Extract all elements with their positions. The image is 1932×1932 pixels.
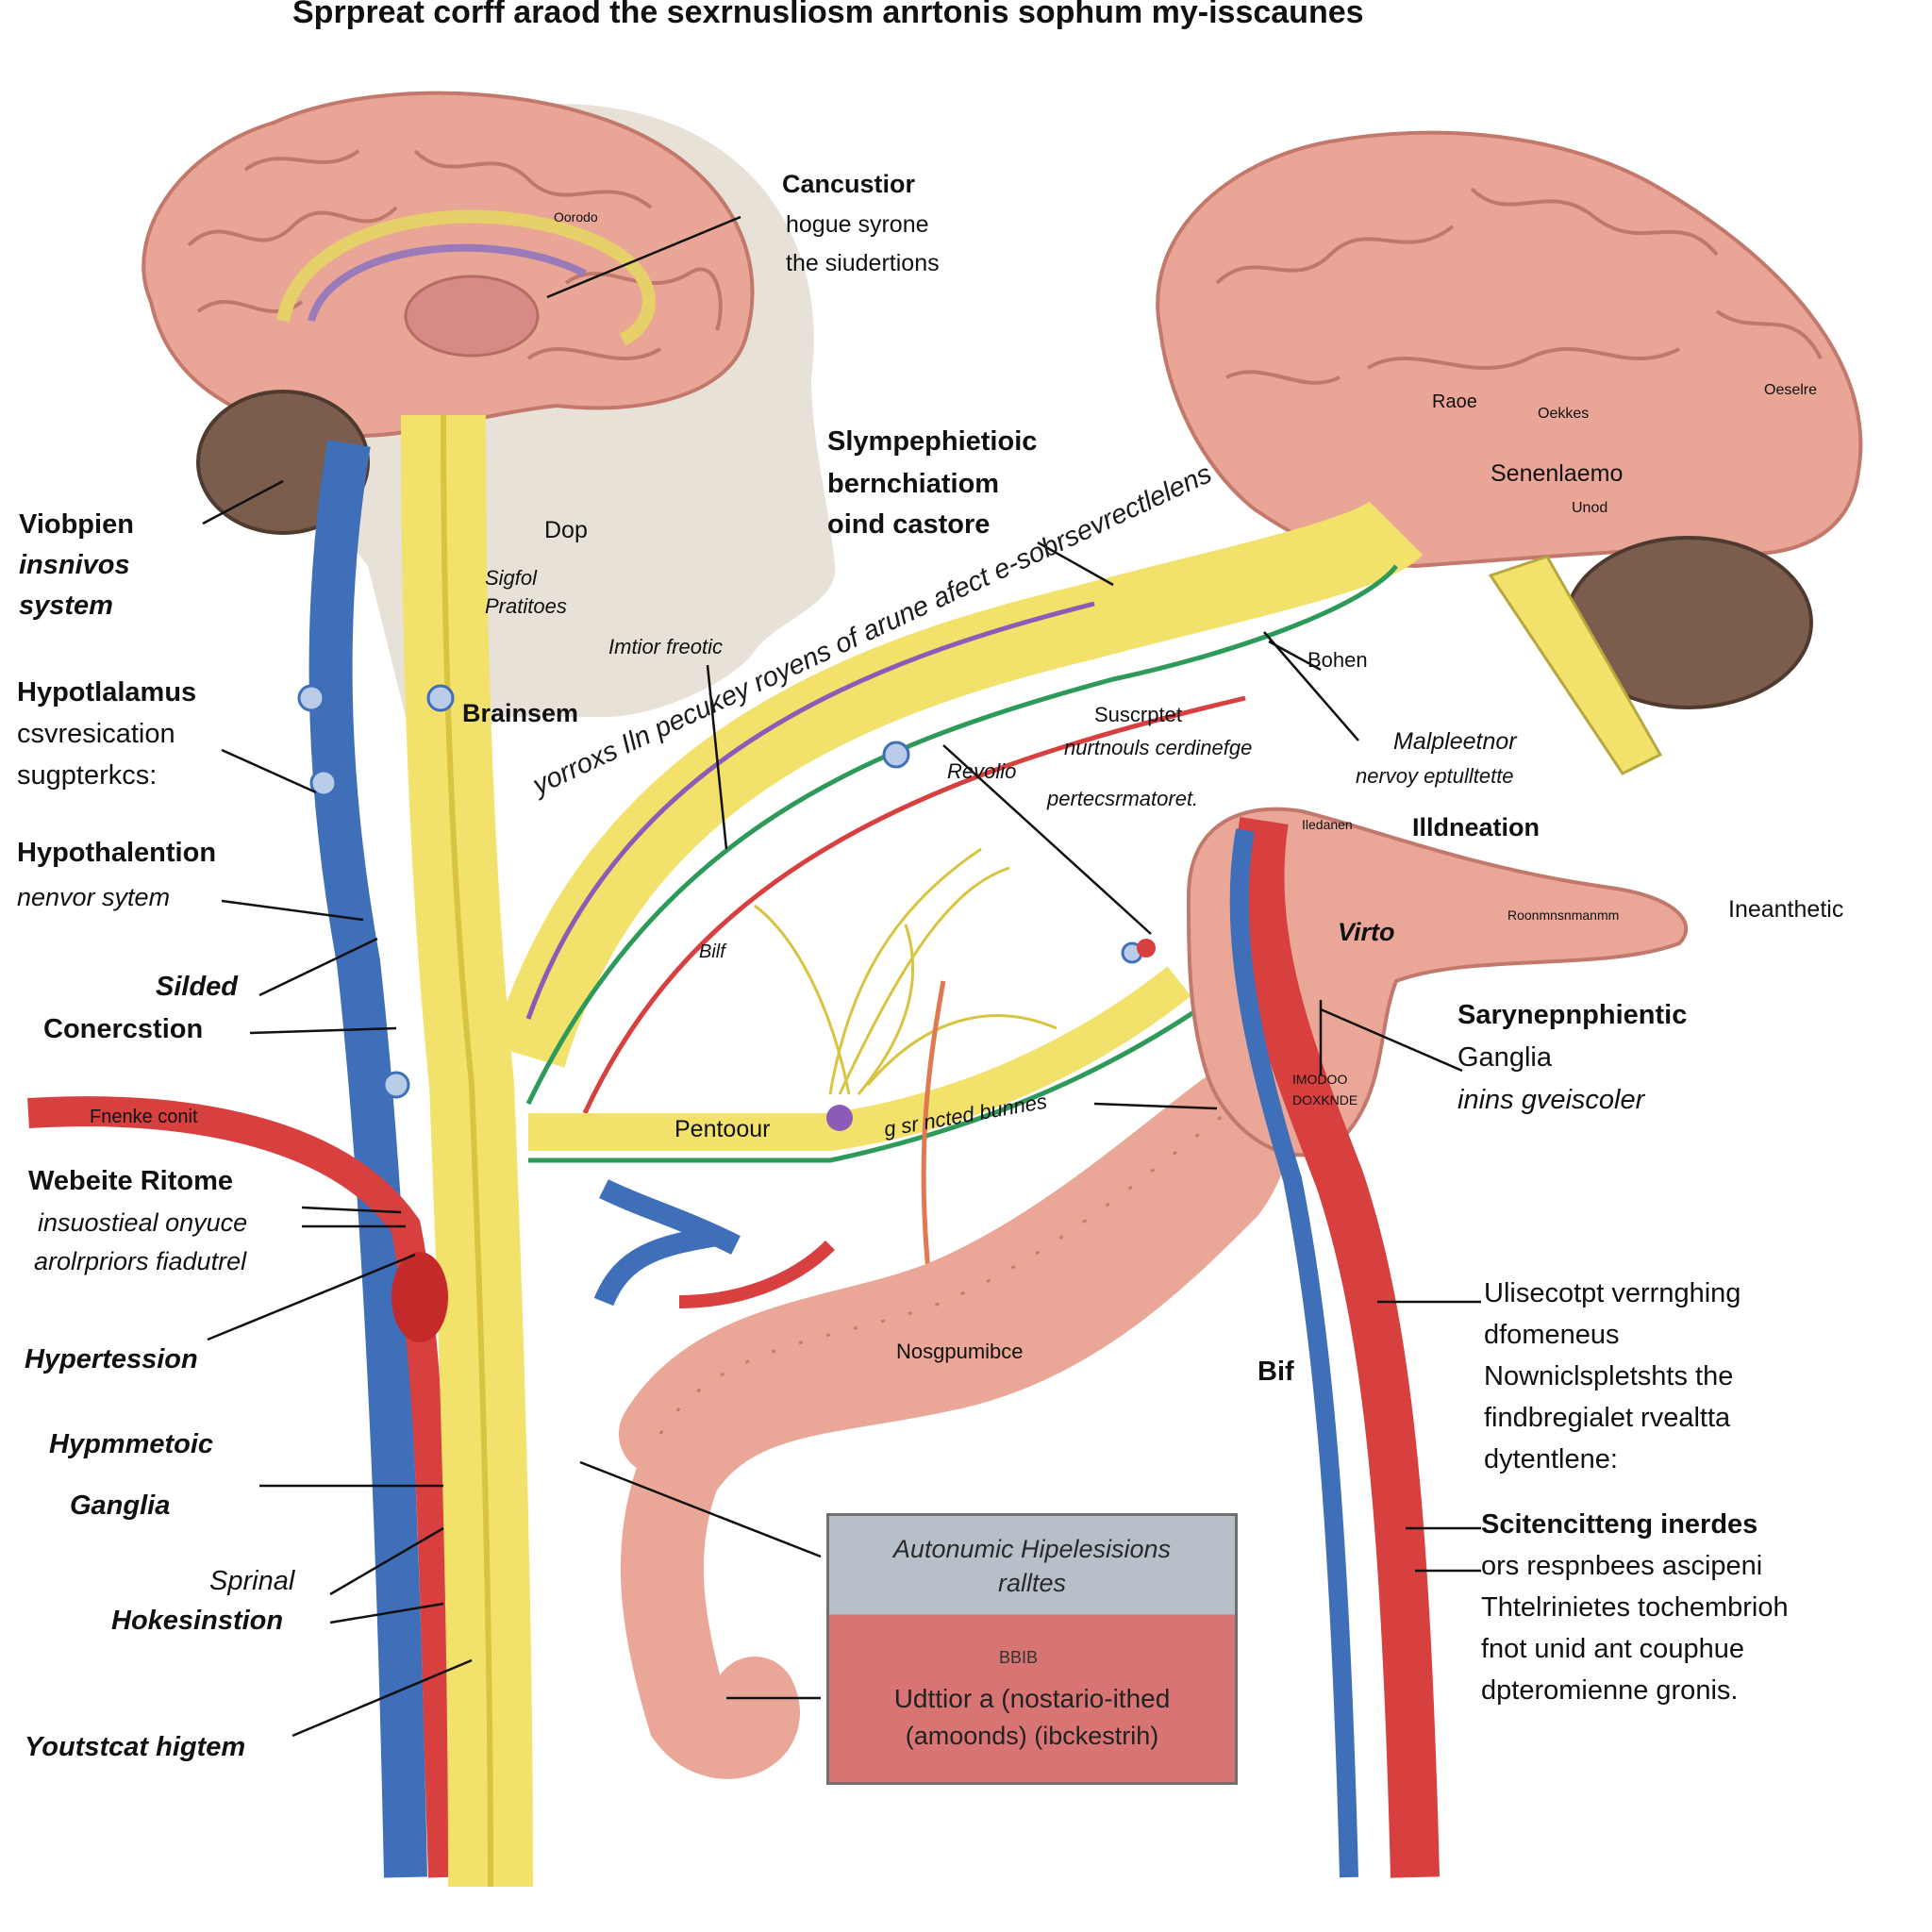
inset-title: Autonumic Hipelesisions: [892, 1535, 1172, 1563]
label-scitencitteng: Scitencitteng inerdes: [1481, 1509, 1758, 1540]
label-silded: Silded: [156, 972, 239, 1002]
intestine: [619, 1064, 1293, 1779]
label-ulisecotpt-2: dfomeneus: [1484, 1320, 1620, 1350]
label-ulisecotpt-4: findbregialet rvealtta: [1484, 1403, 1731, 1433]
inset-box: Autonumic Hipelesisions ralltes BBIB Udt…: [826, 1513, 1238, 1785]
label-viobpien-2: insnivos: [19, 550, 130, 580]
label-hypothalention: Hypothalention: [17, 838, 217, 868]
label-youtstcat: Youtstcat higtem: [25, 1732, 246, 1762]
label-nosgpumibce: Nosgpumibce: [896, 1340, 1024, 1363]
label-ineanthetic: Ineanthetic: [1728, 896, 1844, 923]
organ-tag-3: IMODOO: [1292, 1072, 1348, 1087]
leader-lines: [202, 215, 1481, 1738]
label-sarynepnphientic-2: Ganglia: [1457, 1042, 1552, 1073]
label-sigfol: Sigfol: [485, 566, 538, 590]
label-brainsem: Brainsem: [462, 699, 579, 727]
label-scitencitteng-5: dpteromienne gronis.: [1481, 1675, 1739, 1706]
label-webeite: Webeite Ritome: [28, 1166, 234, 1196]
label-hypmmetoic: Hypmmetoic: [49, 1429, 214, 1459]
inset-line-4: (amoonds) (ibckestrih): [905, 1722, 1159, 1750]
label-sympephietioic-3: oind castore: [827, 509, 991, 540]
label-bif: Bif: [1257, 1357, 1294, 1387]
label-suscrptet-2: nurtnouls cerdinefge: [1064, 736, 1253, 759]
label-ulisecotpt-5: dytentlene:: [1484, 1444, 1618, 1474]
label-webeite-2: insuostieal onyuce: [38, 1208, 248, 1237]
label-hypertesion: Hypertession: [25, 1344, 198, 1374]
label-hypotlalamus-2: csvresication: [17, 719, 175, 749]
label-cancustior: Cancustior: [782, 170, 916, 198]
inset-line-3: Udttior a (nostario-ithed: [893, 1684, 1171, 1713]
label-sarynepnphientic: Sarynepnphientic: [1457, 1000, 1688, 1030]
diagram-title: Sprpreat corff araod the sexrnusliosm an…: [292, 0, 1364, 30]
brain-tag-oekkes: Oekkes: [1538, 406, 1590, 422]
nerve-nodes: [297, 684, 1143, 1099]
vein-left: [308, 440, 427, 1878]
brain-tag-senenlaemo: Senenlaemo: [1491, 460, 1624, 487]
nerve-band: [491, 499, 1424, 1068]
label-hypotlalamus: Hypotlalamus: [17, 677, 197, 708]
label-sarynepnphientic-3: inins gveiscoler: [1457, 1085, 1645, 1115]
brain-tag-oorodo: Oorodo: [554, 209, 598, 225]
label-webeite-3: arolrpriors fiadutrel: [34, 1247, 247, 1275]
organ-tag-4: DOXKNDE: [1292, 1092, 1358, 1108]
organ-tag-2: Roonmnsnmanmm: [1507, 908, 1620, 923]
label-hypothalention-2: nenvor sytem: [17, 883, 171, 911]
label-hypmmetoic-2: Ganglia: [70, 1491, 171, 1521]
brain-tag-raoe: Raoe: [1432, 391, 1477, 412]
left-brain: [142, 91, 755, 438]
inset-small: BBIB: [999, 1648, 1039, 1667]
label-viobpien-3: system: [19, 591, 113, 621]
label-revolio: Revolio: [947, 759, 1017, 783]
organ-tag-1: Iledanen: [1302, 817, 1353, 832]
label-cancustior-3: the siudertions: [786, 250, 940, 276]
label-revolio-2: pertecsrmatoret.: [1047, 787, 1199, 810]
label-sprinal-2: Hokesinstion: [111, 1606, 284, 1636]
ganglion-branches: [754, 847, 1058, 1095]
label-dop: Dop: [544, 517, 588, 543]
label-imtior: Imtior freotic: [608, 635, 724, 658]
vein-right: [1229, 828, 1358, 1878]
spinal-cord: [401, 414, 533, 1888]
label-ulisecotpt: Ulisecotpt verrnghing: [1484, 1278, 1741, 1308]
label-illdneation: Illdneation: [1412, 813, 1540, 841]
right-brain-gyri: [1215, 187, 1823, 385]
label-sprinal: Sprinal: [209, 1566, 295, 1596]
label-scitencitteng-2: ors respnbees ascipeni: [1481, 1551, 1763, 1581]
label-scitencitteng-3: Thtelrinietes tochembrioh: [1481, 1592, 1789, 1623]
label-bohen: Bohen: [1307, 648, 1368, 672]
label-suscrptet: Suscrptet: [1094, 703, 1182, 726]
right-brain: [1156, 130, 1863, 569]
label-malpleetnor: Malpleetnor: [1393, 728, 1517, 755]
label-pentoour: Pentoour: [675, 1116, 771, 1142]
left-brain-gyri: [187, 149, 723, 360]
label-ulisecotpt-3: Nowniclspletshts the: [1484, 1361, 1734, 1391]
label-viobpien: Viobpien: [19, 509, 134, 540]
label-sympephietioic: Slympephietioic: [827, 426, 1038, 457]
label-malpleetnor-2: nervoy eptulltette: [1356, 764, 1514, 788]
label-bilf: Bilf: [699, 941, 725, 962]
brain-tag-oeselre: Oeselre: [1764, 382, 1818, 398]
label-fnenke-conit: Fnenke conit: [90, 1107, 198, 1127]
brain-tag-unod: Unod: [1572, 500, 1608, 516]
label-hypotlalamus-3: sugpterkcs:: [17, 760, 158, 791]
label-cancustior-2: hogue syrone: [786, 211, 929, 238]
artery-right: [1235, 817, 1440, 1878]
label-conercstion: Conercstion: [43, 1014, 204, 1044]
artery-left: [27, 1096, 458, 1878]
inset-subtitle: ralltes: [997, 1569, 1067, 1597]
label-sigfol-2: Pratitoes: [485, 594, 567, 618]
label-sympephietioic-2: bernchiatiom: [827, 469, 1000, 499]
label-virto: Virto: [1338, 918, 1395, 946]
label-scitencitteng-4: fnot unid ant couphue: [1481, 1634, 1744, 1664]
